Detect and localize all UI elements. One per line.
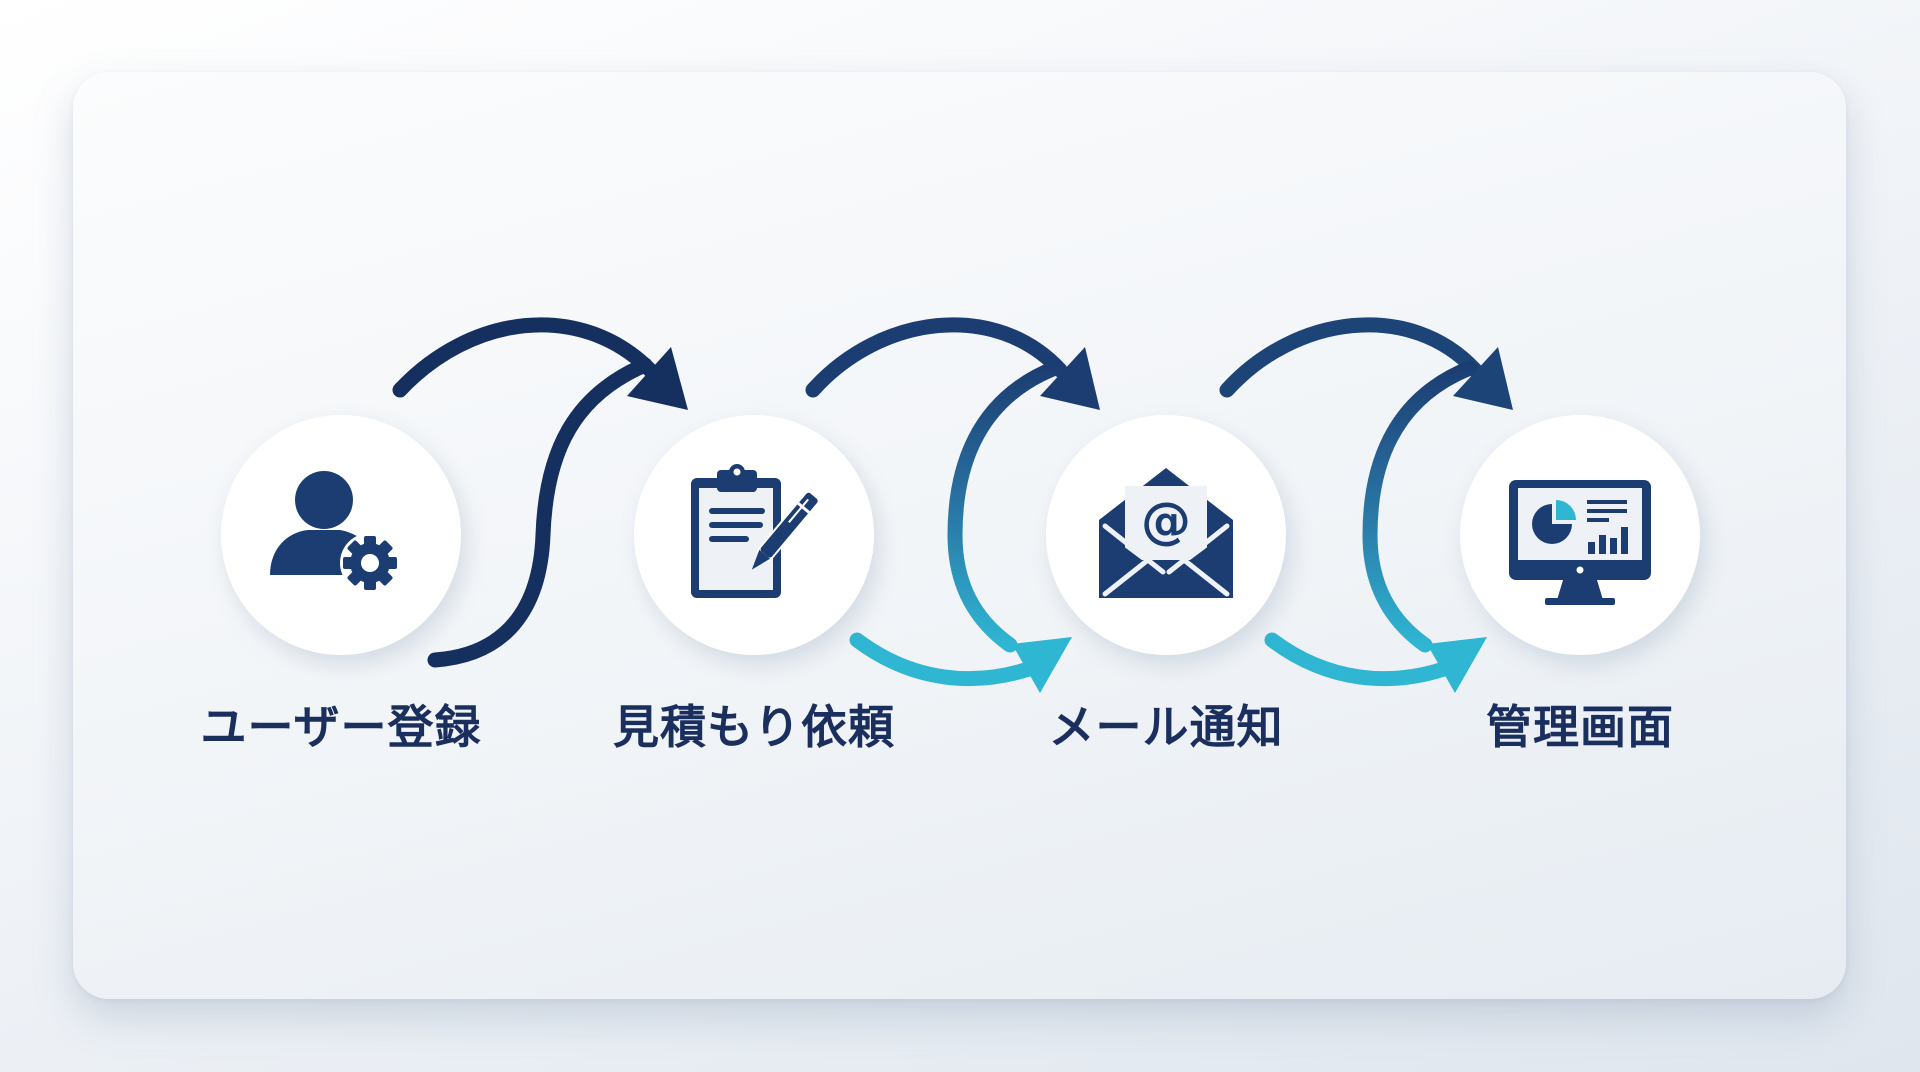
step-label: 見積もり依頼: [613, 700, 895, 754]
step-admin-dashboard: [1460, 415, 1700, 655]
arrow-step2-to-step3: [805, 317, 1100, 693]
arrow-step3-to-step4: [1219, 317, 1513, 693]
step-label: ユーザー登録: [200, 700, 482, 754]
arrow-step1-to-step2: [392, 317, 688, 668]
step-user-registration: [221, 415, 461, 655]
user-gear-icon: [270, 471, 400, 593]
svg-text:@: @: [1141, 492, 1191, 550]
step-email-notification: @: [1046, 415, 1286, 655]
monitor-dashboard-icon: [1509, 480, 1651, 605]
clipboard-pen-icon: [691, 464, 821, 598]
step-label: メール通知: [1048, 700, 1284, 754]
step-label: 管理画面: [1486, 700, 1674, 754]
email-open-icon: @: [1099, 468, 1233, 598]
step-quote-request: [634, 415, 874, 655]
